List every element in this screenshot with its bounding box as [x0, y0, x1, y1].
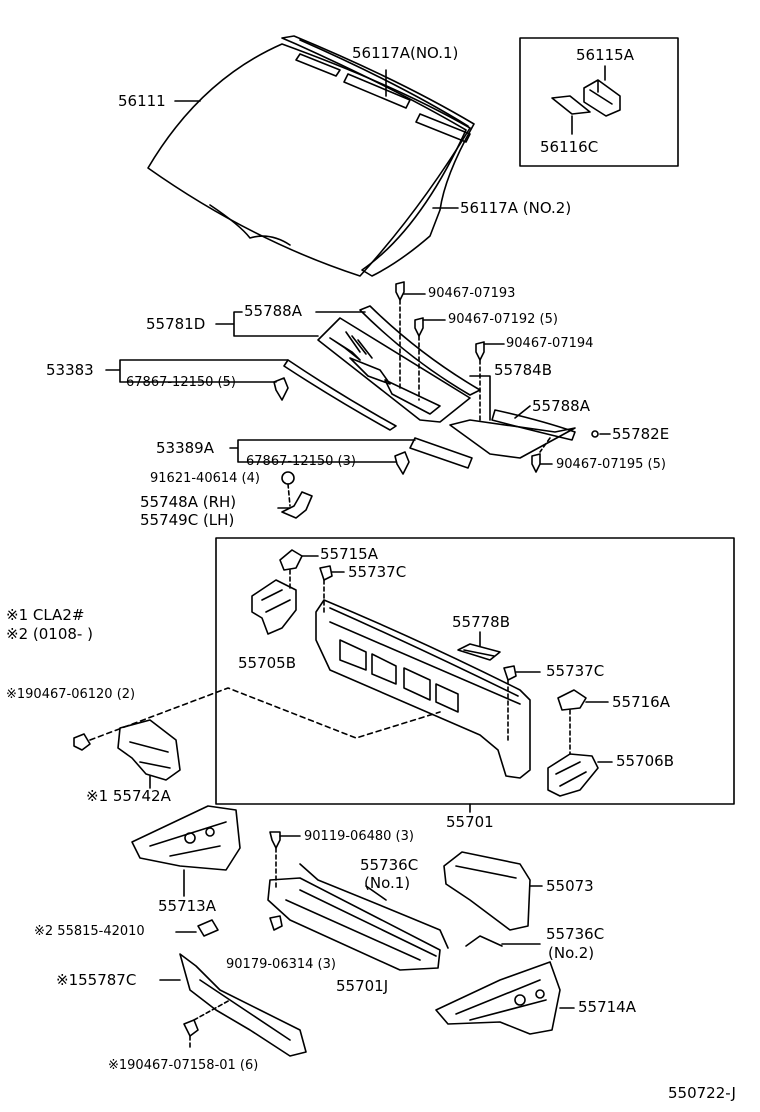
pad-55815	[197, 919, 219, 937]
clip-67867-12150-5	[273, 377, 289, 401]
label-90467-07193: 90467-07193	[428, 286, 516, 301]
note-cla2: ※1 CLA2#	[6, 606, 85, 624]
seal-55788a-right	[491, 409, 576, 441]
label-91621-40614: 91621-40614 (4)	[150, 471, 260, 486]
label-90467-07194: 90467-07194	[506, 336, 594, 351]
label-53383: 53383	[46, 361, 94, 379]
panel-55714a	[435, 961, 561, 1035]
label-55737c-mid: 55737C	[546, 662, 605, 680]
rod-55736c-no2	[465, 935, 503, 947]
label-55701j: 55701J	[336, 977, 389, 995]
moulding-no1-a	[295, 53, 341, 77]
label-53389a: 53389A	[156, 439, 214, 457]
bolt-90119	[269, 831, 281, 849]
cowl-grille	[329, 337, 441, 415]
panel-55713a	[131, 805, 241, 871]
label-55736c-no1: 55736C	[360, 856, 419, 874]
clip-90467-07192	[414, 317, 424, 337]
windshield-lower-edge	[209, 204, 291, 246]
windshield-glass	[147, 43, 471, 277]
bracket-55706b	[547, 753, 599, 797]
weatherstrip	[281, 35, 475, 277]
label-55737c-top: 55737C	[348, 563, 407, 581]
label-55748a: 55748A (RH)	[140, 493, 237, 511]
label-90467-06120: ※190467-06120 (2)	[6, 687, 136, 702]
pad-56116c	[551, 95, 591, 115]
label-55787c: ※155787C	[56, 971, 137, 989]
label-55713a: 55713A	[158, 897, 216, 915]
label-55778b: 55778B	[452, 613, 511, 631]
rod-55736c-no1	[299, 863, 449, 949]
moulding-no1-b	[343, 73, 411, 109]
label-55073: 55073	[546, 877, 594, 895]
label-90467-07192: 90467-07192 (5)	[448, 312, 558, 327]
panel-55787c	[179, 953, 307, 1057]
bracket-55716a	[557, 689, 587, 711]
label-55715a: 55715A	[320, 545, 378, 563]
label-56116c: 56116C	[540, 138, 599, 156]
label-55788a-top: 55788A	[244, 302, 302, 320]
clip-90467-07195	[531, 453, 541, 473]
clip-90467-06120	[73, 733, 91, 751]
label-55714a: 55714A	[578, 998, 636, 1016]
label-55736c-no2: 55736C	[546, 925, 605, 943]
diagram-code: 550722-J	[668, 1084, 736, 1102]
clip-90179	[269, 915, 283, 931]
seal-53383	[283, 359, 397, 431]
bracket-55715a	[279, 549, 303, 571]
inset-box	[519, 37, 679, 167]
clip-56115a	[583, 79, 621, 117]
bracket-55742a	[117, 719, 181, 781]
label-55742a: ※1 55742A	[86, 787, 171, 805]
label-90179-06314: 90179-06314 (3)	[226, 957, 336, 972]
hinge-bracket	[281, 491, 313, 519]
moulding-no1-c	[415, 113, 471, 143]
label-56111: 56111	[118, 92, 166, 110]
label-55736c-no1-sub: (No.1)	[364, 874, 411, 892]
bracket-55778b	[457, 643, 501, 661]
label-67867-12150-3: 67867-12150 (3)	[246, 454, 356, 469]
clip-55737c-mid	[503, 665, 517, 681]
cowl-vent-lines	[345, 331, 373, 359]
clip-90467-07158	[183, 1019, 199, 1037]
label-55706b: 55706B	[616, 752, 675, 770]
cover-55073	[443, 851, 531, 931]
label-56115a: 56115A	[576, 46, 634, 64]
label-90467-07158-01: ※190467-07158-01 (6)	[108, 1058, 259, 1073]
seal-53389a	[409, 437, 473, 469]
label-90119-06480: 90119-06480 (3)	[304, 829, 414, 844]
nut-91621	[281, 471, 295, 485]
label-55782e: 55782E	[612, 425, 670, 443]
cowl-top-panel	[317, 317, 471, 423]
clip-55737c-top	[319, 565, 333, 581]
bracket-55705b	[251, 579, 297, 635]
clip-90467-07193	[395, 281, 405, 301]
label-55736c-no2-sub: (No.2)	[548, 944, 595, 962]
clip-67867-12150-3	[394, 451, 410, 475]
label-90467-07195: 90467-07195 (5)	[556, 457, 666, 472]
cowl-panel-55701	[315, 599, 531, 779]
label-55788a-right: 55788A	[532, 397, 590, 415]
cowl-right-panel-55784b	[449, 419, 576, 459]
label-55716a: 55716A	[612, 693, 670, 711]
label-55815-42010: ※2 55815-42010	[34, 924, 145, 939]
label-55781d: 55781D	[146, 315, 206, 333]
label-56117a-no1: 56117A(NO.1)	[352, 44, 459, 62]
clip-55782e	[591, 430, 599, 438]
label-55784b: 55784B	[494, 361, 553, 379]
label-55705b: 55705B	[238, 654, 297, 672]
cowl-panel-inner	[329, 621, 521, 713]
tray-55701j	[267, 877, 441, 971]
note-date-range: ※2 (0108- )	[6, 625, 93, 643]
clip-90467-07194	[475, 341, 485, 361]
main-assembly-box	[215, 537, 735, 805]
label-55701: 55701	[446, 813, 494, 831]
cowl-panel-flange	[329, 607, 519, 697]
label-67867-12150-5: 67867-12150 (5)	[126, 375, 236, 390]
label-55749c: 55749C (LH)	[140, 511, 235, 529]
weatherstrip-inner	[299, 39, 469, 127]
label-56117a-no2: 56117A (NO.2)	[460, 199, 572, 217]
